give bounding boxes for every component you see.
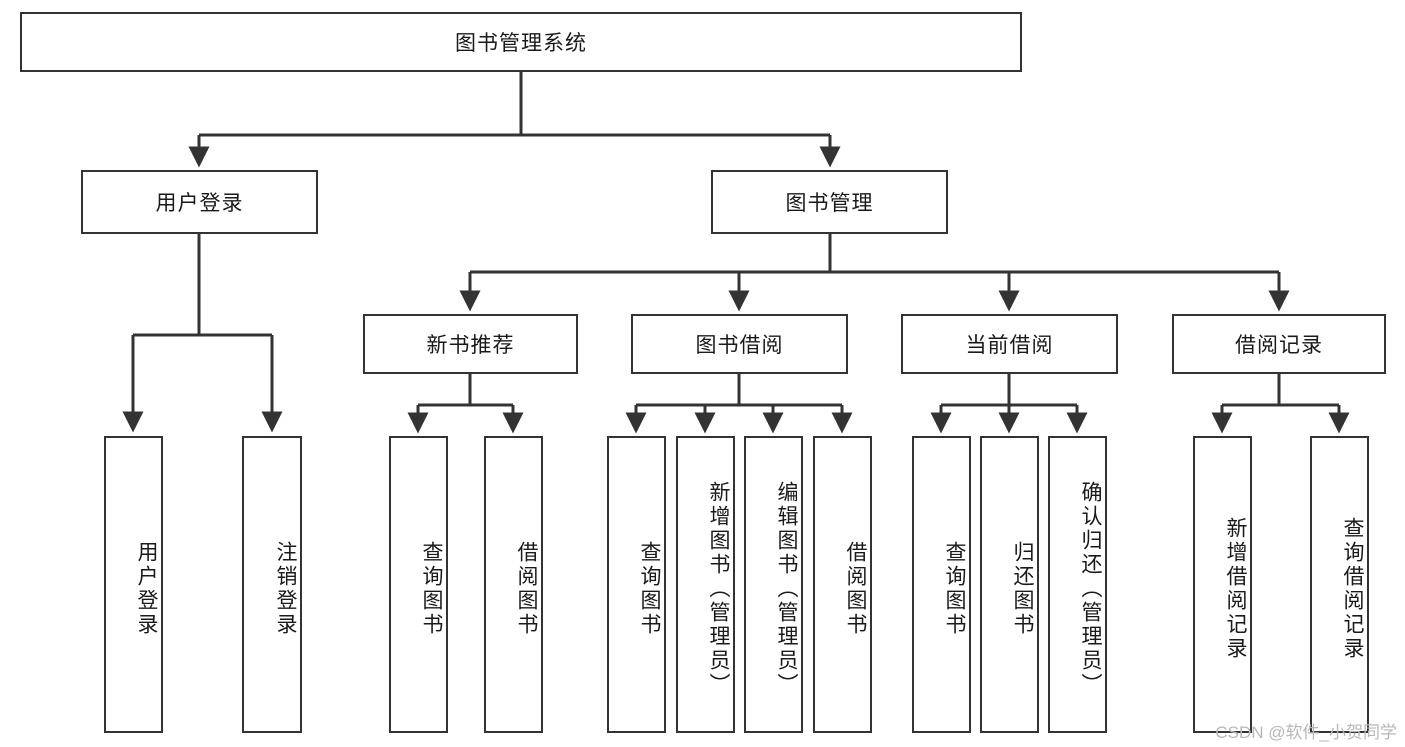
watermark-text: CSDN @软件_小贺同学 <box>1215 723 1397 742</box>
node-leaf-query-borrow-record[interactable]: 查询借阅记录 <box>1310 436 1369 733</box>
node-new-book-recommend[interactable]: 新书推荐 <box>363 314 578 374</box>
node-leaf-add-borrow-record[interactable]: 新增借阅记录 <box>1193 436 1252 733</box>
node-leaf-logout[interactable]: 注销登录 <box>242 436 302 733</box>
node-leaf-borrow-book[interactable]: 借阅图书 <box>813 436 872 733</box>
node-leaf-query-book-recommend[interactable]: 查询图书 <box>389 436 448 733</box>
node-borrow-record[interactable]: 借阅记录 <box>1172 314 1386 374</box>
node-leaf-query-book-current[interactable]: 查询图书 <box>912 436 971 733</box>
node-book-borrow[interactable]: 图书借阅 <box>631 314 848 374</box>
node-leaf-confirm-return-admin[interactable]: 确认归还（管理员） <box>1048 436 1107 733</box>
node-leaf-add-book-admin[interactable]: 新增图书（管理员） <box>676 436 735 733</box>
node-leaf-user-login[interactable]: 用户登录 <box>104 436 163 733</box>
node-root-book-management-system[interactable]: 图书管理系统 <box>20 12 1022 72</box>
node-book-management[interactable]: 图书管理 <box>711 170 948 234</box>
node-leaf-edit-book-admin[interactable]: 编辑图书（管理员） <box>744 436 803 733</box>
node-leaf-return-book[interactable]: 归还图书 <box>980 436 1039 733</box>
node-user-login[interactable]: 用户登录 <box>81 170 318 234</box>
node-leaf-borrow-book-recommend[interactable]: 借阅图书 <box>484 436 543 733</box>
node-current-borrow[interactable]: 当前借阅 <box>901 314 1118 374</box>
node-leaf-query-book-borrow[interactable]: 查询图书 <box>607 436 666 733</box>
